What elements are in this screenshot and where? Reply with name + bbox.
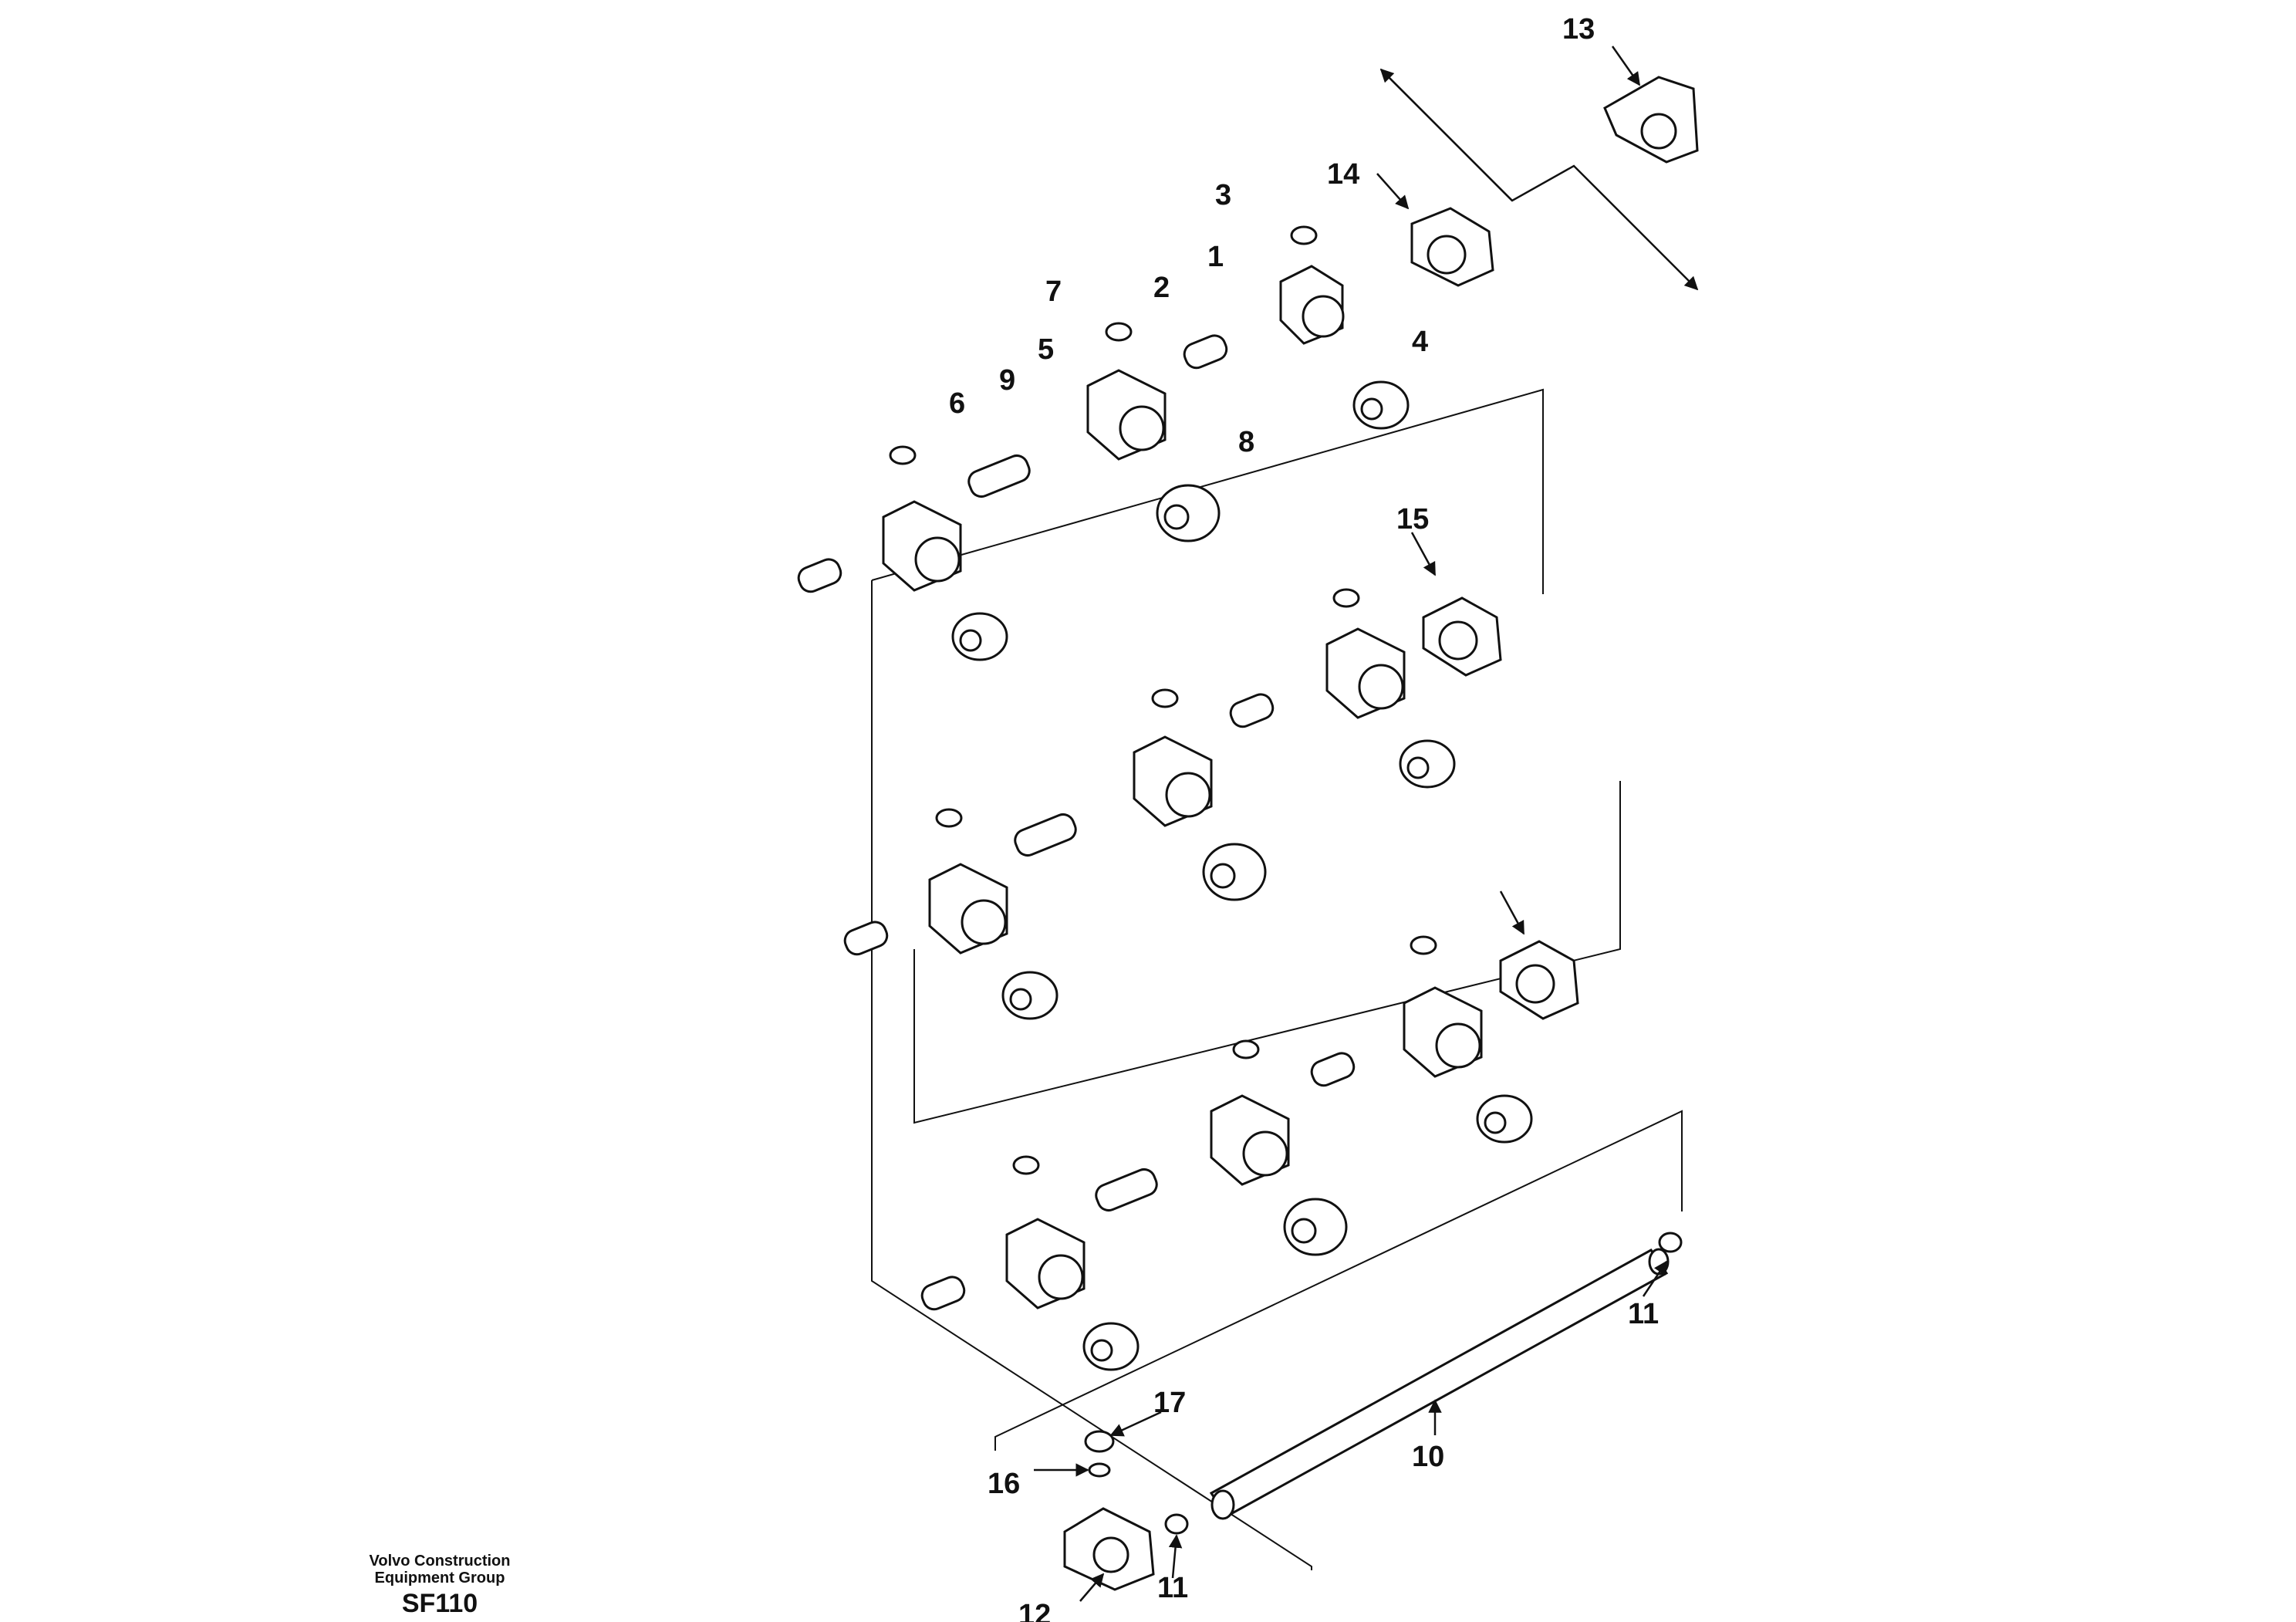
callout-17: 17 [1153,1387,1186,1419]
drawing-footer: Volvo Construction Equipment Group SF110 [363,1553,517,1620]
callout-labels: 13 14 3 1 7 2 4 5 9 6 8 15 17 16 10 11 1… [949,13,1659,1622]
drawing-code: SF110 [401,1589,478,1618]
pins [797,334,1356,1311]
callout-13: 13 [1562,13,1595,46]
rocker-arms [882,265,1483,1309]
callout-1: 1 [1207,241,1224,273]
callout-16: 16 [988,1468,1020,1500]
assembly-direction-arrow [1379,68,1699,291]
callout-14: 14 [1327,158,1359,191]
callout-7: 7 [1045,275,1062,308]
washer-16 [1088,1462,1111,1478]
bracket-15-upper [1422,596,1502,677]
bracket-15-lower [1499,940,1579,1020]
end-plugs-11 [1164,1232,1683,1535]
callout-15: 15 [1396,503,1429,536]
leader-lines [1034,46,1668,1602]
callout-3: 3 [1215,179,1231,211]
callout-8: 8 [1238,426,1254,458]
plugs [889,225,1437,1175]
bracket-14 [1410,207,1494,287]
company-name-line-1: Volvo Construction [369,1553,511,1570]
callout-11-upper: 11 [1628,1298,1659,1330]
callout-2: 2 [1153,272,1170,304]
callout-12: 12 [1018,1599,1051,1622]
spacers [951,380,1533,1371]
callout-4: 4 [1412,326,1428,358]
rocker-shaft-10 [1209,1248,1670,1520]
company-name-line-2: Equipment Group [374,1570,505,1587]
callout-6: 6 [949,387,965,420]
nut-17 [1084,1430,1115,1453]
bracket-13 [1603,76,1699,164]
callout-11-lower: 11 [1157,1572,1188,1604]
bracket-12 [1063,1507,1155,1591]
callout-5: 5 [1038,333,1054,366]
callout-10: 10 [1412,1441,1444,1473]
callout-9: 9 [999,364,1015,397]
